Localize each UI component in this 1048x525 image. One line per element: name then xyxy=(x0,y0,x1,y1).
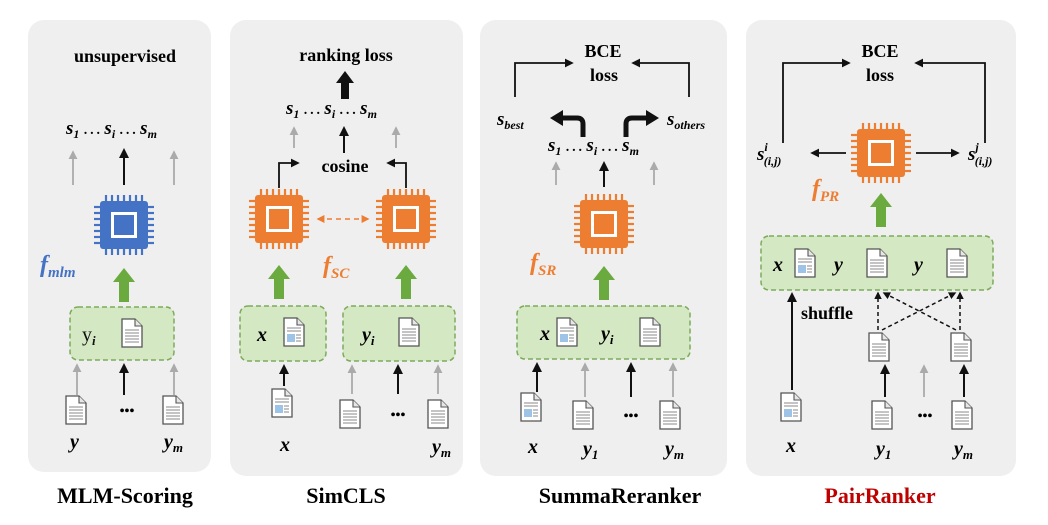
cpu-chip-icon xyxy=(374,187,438,251)
best-score-label: sbest xyxy=(496,109,524,132)
function-label: fSR xyxy=(530,250,556,279)
score-list: s1…si…sm xyxy=(65,118,157,141)
cpu-chip-icon xyxy=(247,187,311,251)
panel-background xyxy=(230,20,463,476)
candidate-label-a: y xyxy=(832,254,843,276)
document-icon xyxy=(572,400,594,430)
ellipsis-dots: ••• xyxy=(624,409,639,424)
source-label: x xyxy=(256,324,267,346)
source-bottom-label: x xyxy=(279,434,290,456)
top-label-line2: loss xyxy=(866,65,894,85)
source-bottom-label: x xyxy=(785,435,796,457)
source-document-icon xyxy=(520,392,542,422)
candidate-label-last: ym xyxy=(162,431,183,455)
panel-caption: MLM-Scoring xyxy=(57,483,193,508)
source-label: x xyxy=(539,323,550,345)
panel-summareranker: BCE loss sbest sothers s1…si…sm fSR x yi… xyxy=(480,20,727,508)
ellipsis-dots: ••• xyxy=(120,404,135,419)
cosine-label: cosine xyxy=(322,156,369,176)
document-icon xyxy=(950,332,972,362)
input-label: yi xyxy=(360,324,375,348)
document-icon xyxy=(639,317,661,347)
document-icon xyxy=(162,395,184,425)
document-icon xyxy=(659,400,681,430)
document-icon xyxy=(871,400,893,430)
function-label: fSC xyxy=(323,253,350,282)
others-score-label: sothers xyxy=(666,109,705,132)
score-list: s1…si…sm xyxy=(547,135,639,158)
shuffle-label: shuffle xyxy=(801,303,853,323)
source-document-icon xyxy=(556,317,578,347)
left-pair-score: si(i,j) xyxy=(756,140,781,168)
top-label-line1: BCE xyxy=(584,41,621,61)
candidate-label-last: ym xyxy=(663,438,684,462)
panel-caption: SimCLS xyxy=(306,483,385,508)
input-label: yi xyxy=(599,323,614,347)
ellipsis-dots: ••• xyxy=(918,409,933,424)
function-label: fmlm xyxy=(40,252,76,281)
document-icon xyxy=(121,318,143,348)
input-label: yi xyxy=(82,324,96,348)
source-document-icon xyxy=(794,248,816,278)
source-bottom-label: x xyxy=(527,436,538,458)
source-document-icon xyxy=(271,388,293,418)
top-label: ranking loss xyxy=(299,45,393,65)
top-label-line1: BCE xyxy=(861,41,898,61)
document-icon xyxy=(868,332,890,362)
document-icon xyxy=(65,395,87,425)
panel-simcls: ranking loss s1…si…sm cosine fSC x yi x … xyxy=(230,20,463,508)
document-icon xyxy=(946,248,968,278)
score-list: s1…si…sm xyxy=(285,98,377,121)
candidate-label-first: y1 xyxy=(874,438,891,462)
cpu-chip-icon xyxy=(572,192,636,256)
function-label: fPR xyxy=(812,176,839,205)
right-pair-score: sj(i,j) xyxy=(967,140,992,168)
source-document-icon xyxy=(283,317,305,347)
document-icon xyxy=(951,400,973,430)
candidate-label-first: y1 xyxy=(581,438,598,462)
document-icon xyxy=(866,248,888,278)
panel-mlm-scoring: unsupervised s1…si…sm fmlm yi ••• y ym M… xyxy=(28,20,211,508)
candidate-label-b: y xyxy=(912,254,923,276)
cpu-chip-icon xyxy=(92,193,156,257)
candidate-label-last: ym xyxy=(430,436,451,460)
document-icon xyxy=(427,399,449,429)
source-input-box xyxy=(239,305,327,362)
panel-pairranker: BCE loss si(i,j) sj(i,j) fPR x y y shuff… xyxy=(746,20,1016,508)
document-icon xyxy=(398,317,420,347)
ellipsis-dots: ••• xyxy=(391,408,406,423)
top-label-line2: loss xyxy=(590,65,618,85)
candidate-label-first: y xyxy=(68,431,79,453)
source-document-icon xyxy=(780,392,802,422)
panel-caption: PairRanker xyxy=(824,483,935,508)
top-label: unsupervised xyxy=(74,46,176,66)
panel-caption: SummaReranker xyxy=(539,483,702,508)
cpu-chip-icon xyxy=(849,121,913,185)
document-icon xyxy=(339,399,361,429)
candidate-label-last: ym xyxy=(952,438,973,462)
source-label: x xyxy=(772,254,783,276)
